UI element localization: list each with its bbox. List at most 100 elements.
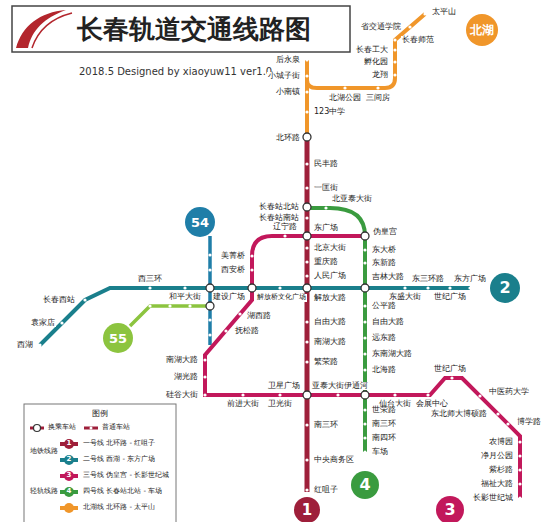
transfer-station [361,232,369,240]
line-4 [307,208,365,452]
station-name: 世纪广场 [433,365,467,374]
station-dot [305,216,308,219]
station-dot [183,286,186,289]
station-dot [496,412,499,415]
transfer-station [303,133,311,141]
station-dot [305,74,308,77]
station-dot [336,393,339,396]
station-dot [250,268,253,271]
line-number: 54 [191,216,209,229]
station-name: 南三环 [313,421,339,430]
station-dot [305,423,308,426]
station-dot [305,274,308,277]
station-dot [363,320,366,323]
station-dot [278,393,281,396]
station-name: 南三环 [371,420,397,429]
station-dot [376,86,379,89]
station-dot [324,206,327,209]
station-name: 世纪广场 [433,293,467,302]
station-dot [203,375,206,378]
line-number-circle: 2 [490,273,520,303]
station-name: 农博园 [488,438,514,447]
transfer-station [303,232,311,240]
station-dot [305,360,308,363]
transfer-station [303,203,311,211]
map-subtitle: 2018.5 Designed by xiaoyuw11 ver1.0 [78,66,273,77]
station-dot [363,248,366,251]
station-name: 前进大街 [226,400,260,409]
station-name: 中医药大学 [488,388,530,397]
station-dot [343,86,346,89]
station-dot [393,38,396,41]
transfer-station [361,391,369,399]
legend-line-number: 1 [67,440,72,448]
station-dot [423,12,426,15]
legend-text: 普通车站 [101,424,131,432]
station-name: 南湖大路 [165,356,199,365]
station-dot [363,408,366,411]
station-name: 北环路 [275,134,301,143]
logo-arc [32,13,72,48]
station-name: 远东路 [371,334,397,343]
station-dot [426,286,429,289]
legend-heading: 轻轨线路 [29,488,59,496]
station-dot [363,368,366,371]
transfer-station [206,284,214,292]
station-dot [305,340,308,343]
line-3 [205,236,520,498]
station-name: 长影世纪城 [472,494,514,503]
line-number-circle: 北湖 [466,14,498,46]
station-name: 后永泉 [275,56,301,65]
station-name: 人民广场 [313,272,347,281]
station-dot [468,286,471,289]
station-name: 东新路 [371,259,397,268]
line-number: 3 [444,502,455,518]
station-name: 南四环 [371,434,397,443]
legend-station-sample [90,427,93,430]
station-name: 长春站南站 [258,214,300,223]
legend-heading: 地铁线路 [29,448,59,456]
station-dot [203,393,206,396]
station-name: 小南镇 [275,88,301,97]
station-name: 三间房 [365,94,391,103]
line-1 [305,137,310,492]
station-dot [478,394,481,397]
station-name: 和平大街 [168,293,202,302]
line-55 [130,306,210,326]
station-dot [208,253,211,256]
title-frame [12,6,350,52]
station-name: 西三环 [137,275,163,284]
station-dot [305,186,308,189]
station-name: 东大桥 [371,246,397,255]
station-name: 博学路 [516,418,542,427]
station-dot [148,286,151,289]
line-number-circle: 3 [436,496,464,522]
station-dot [393,48,396,51]
station-dot [426,393,429,396]
station-name: 东广场 [313,224,339,233]
station-name: 长春站北站 [258,203,300,212]
station-name: 亚泰大街伊通河 [311,382,369,391]
station-name: 抚松路 [234,327,260,336]
station-dot [363,304,366,307]
station-name: 中央商务区 [313,456,355,465]
station-dot [393,393,396,396]
legend-text: 一号线 北环路 - 红咀子 [82,440,156,448]
station-name: 东盛大街 [388,293,422,302]
station-dot [450,376,453,379]
station-name: 福祉大路 [480,480,514,489]
legend-frame [24,404,176,522]
station-name: 车场 [371,448,389,457]
transfer-station [206,302,214,310]
station-name: 吉林大路 [371,273,405,282]
transfer-station [361,284,369,292]
station-name: 南湖大路 [313,338,347,347]
station-name: 东北师大博硕路 [430,410,488,419]
station-dot [168,304,171,307]
station-name: 解放大路 [313,294,347,303]
station-name: 太平山 [431,8,457,17]
station-name: 解放桥文化广场 [256,294,307,302]
station-dot [305,162,308,165]
station-name: 长春西站 [42,296,76,305]
station-name: 建设广场 [212,293,246,302]
